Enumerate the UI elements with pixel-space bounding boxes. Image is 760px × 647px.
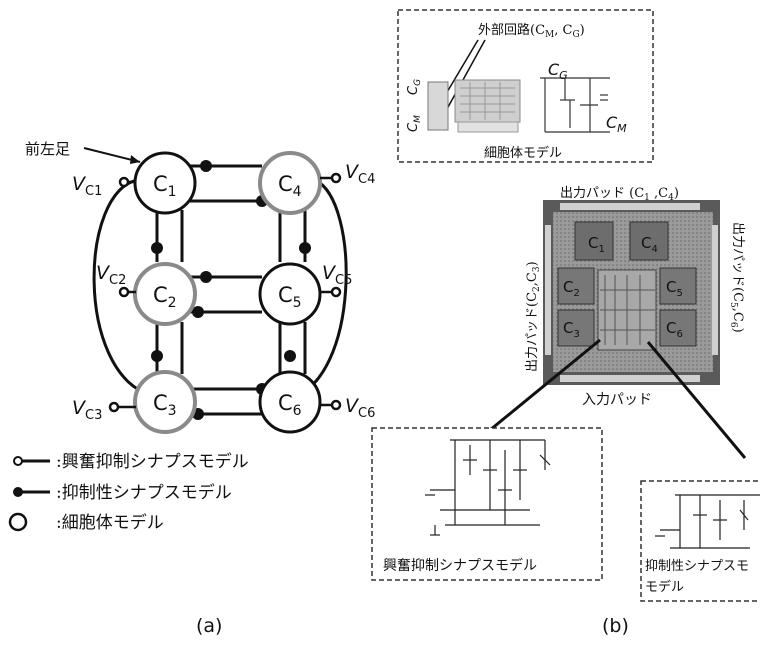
synapse-dot [151,350,163,362]
left-pads [545,225,551,355]
legend-excitatory-label: :興奮抑制シナプスモデル [56,451,249,472]
top-pad-label: 出力パッド (C1 ,C4) [560,186,679,203]
label-vc6: VC6 [345,395,375,421]
caption-b: (b) [602,615,629,637]
synapse-dot [200,271,212,283]
legend-cell-icon [10,514,26,530]
label-vc4: VC4 [345,161,375,187]
right-pads [712,225,718,355]
external-circuit-label: 外部回路(CM, CG) [478,22,585,40]
caption-a: (a) [196,615,222,637]
legend: :興奮抑制シナプスモデル :抑制性シナプスモデル :細胞体モデル [10,451,249,533]
synapse-dot [299,242,311,254]
legend-excitatory-icon [14,457,22,465]
panel-b: 外部回路(CM, CG) CG CM CG C [372,10,760,637]
legend-inhibitory-label: :抑制性シナプスモデル [56,482,232,503]
synapse-dot [151,242,163,254]
terminal-vc4 [332,174,340,182]
inhibitory-box-title-2: モデル [645,579,684,595]
synapse-dot [200,160,212,172]
terminal-vc3 [110,403,118,411]
terminal-vc6 [332,401,340,409]
front-left-leg-label: 前左足 [25,140,70,158]
excitatory-box-title: 興奮抑制シナプスモデル [383,557,537,574]
top-pads [560,203,700,210]
inhibitory-box-title-1: 抑制性シナプスモ [645,559,749,574]
layout-thumbnail-small [428,82,448,130]
panel-a: C1 C2 C3 C4 C5 C6 VC1 VC2 VC3 VC4 VC5 VC… [10,140,375,637]
legend-cell-label: :細胞体モデル [56,512,164,533]
terminal-vc5 [332,288,340,296]
left-pad-label: 出力パッド(C2,C3) [525,261,542,372]
label-vc3: VC3 [72,397,102,423]
right-pad-label: 出力パッド(C5,C6) [728,222,745,333]
bottom-pad-label: 入力パッド [582,392,652,408]
label-vc1: VC1 [72,173,102,199]
label-vc2: VC2 [96,262,126,288]
legend-inhibitory-icon [13,487,23,497]
cell-body-model-title: 細胞体モデル [484,145,562,161]
terminal-vc1 [120,178,128,186]
terminal-vc2 [120,288,128,296]
synapse-dot [284,350,296,362]
label-vc5: VC5 [322,262,352,288]
layout-thumbnail [455,80,520,122]
